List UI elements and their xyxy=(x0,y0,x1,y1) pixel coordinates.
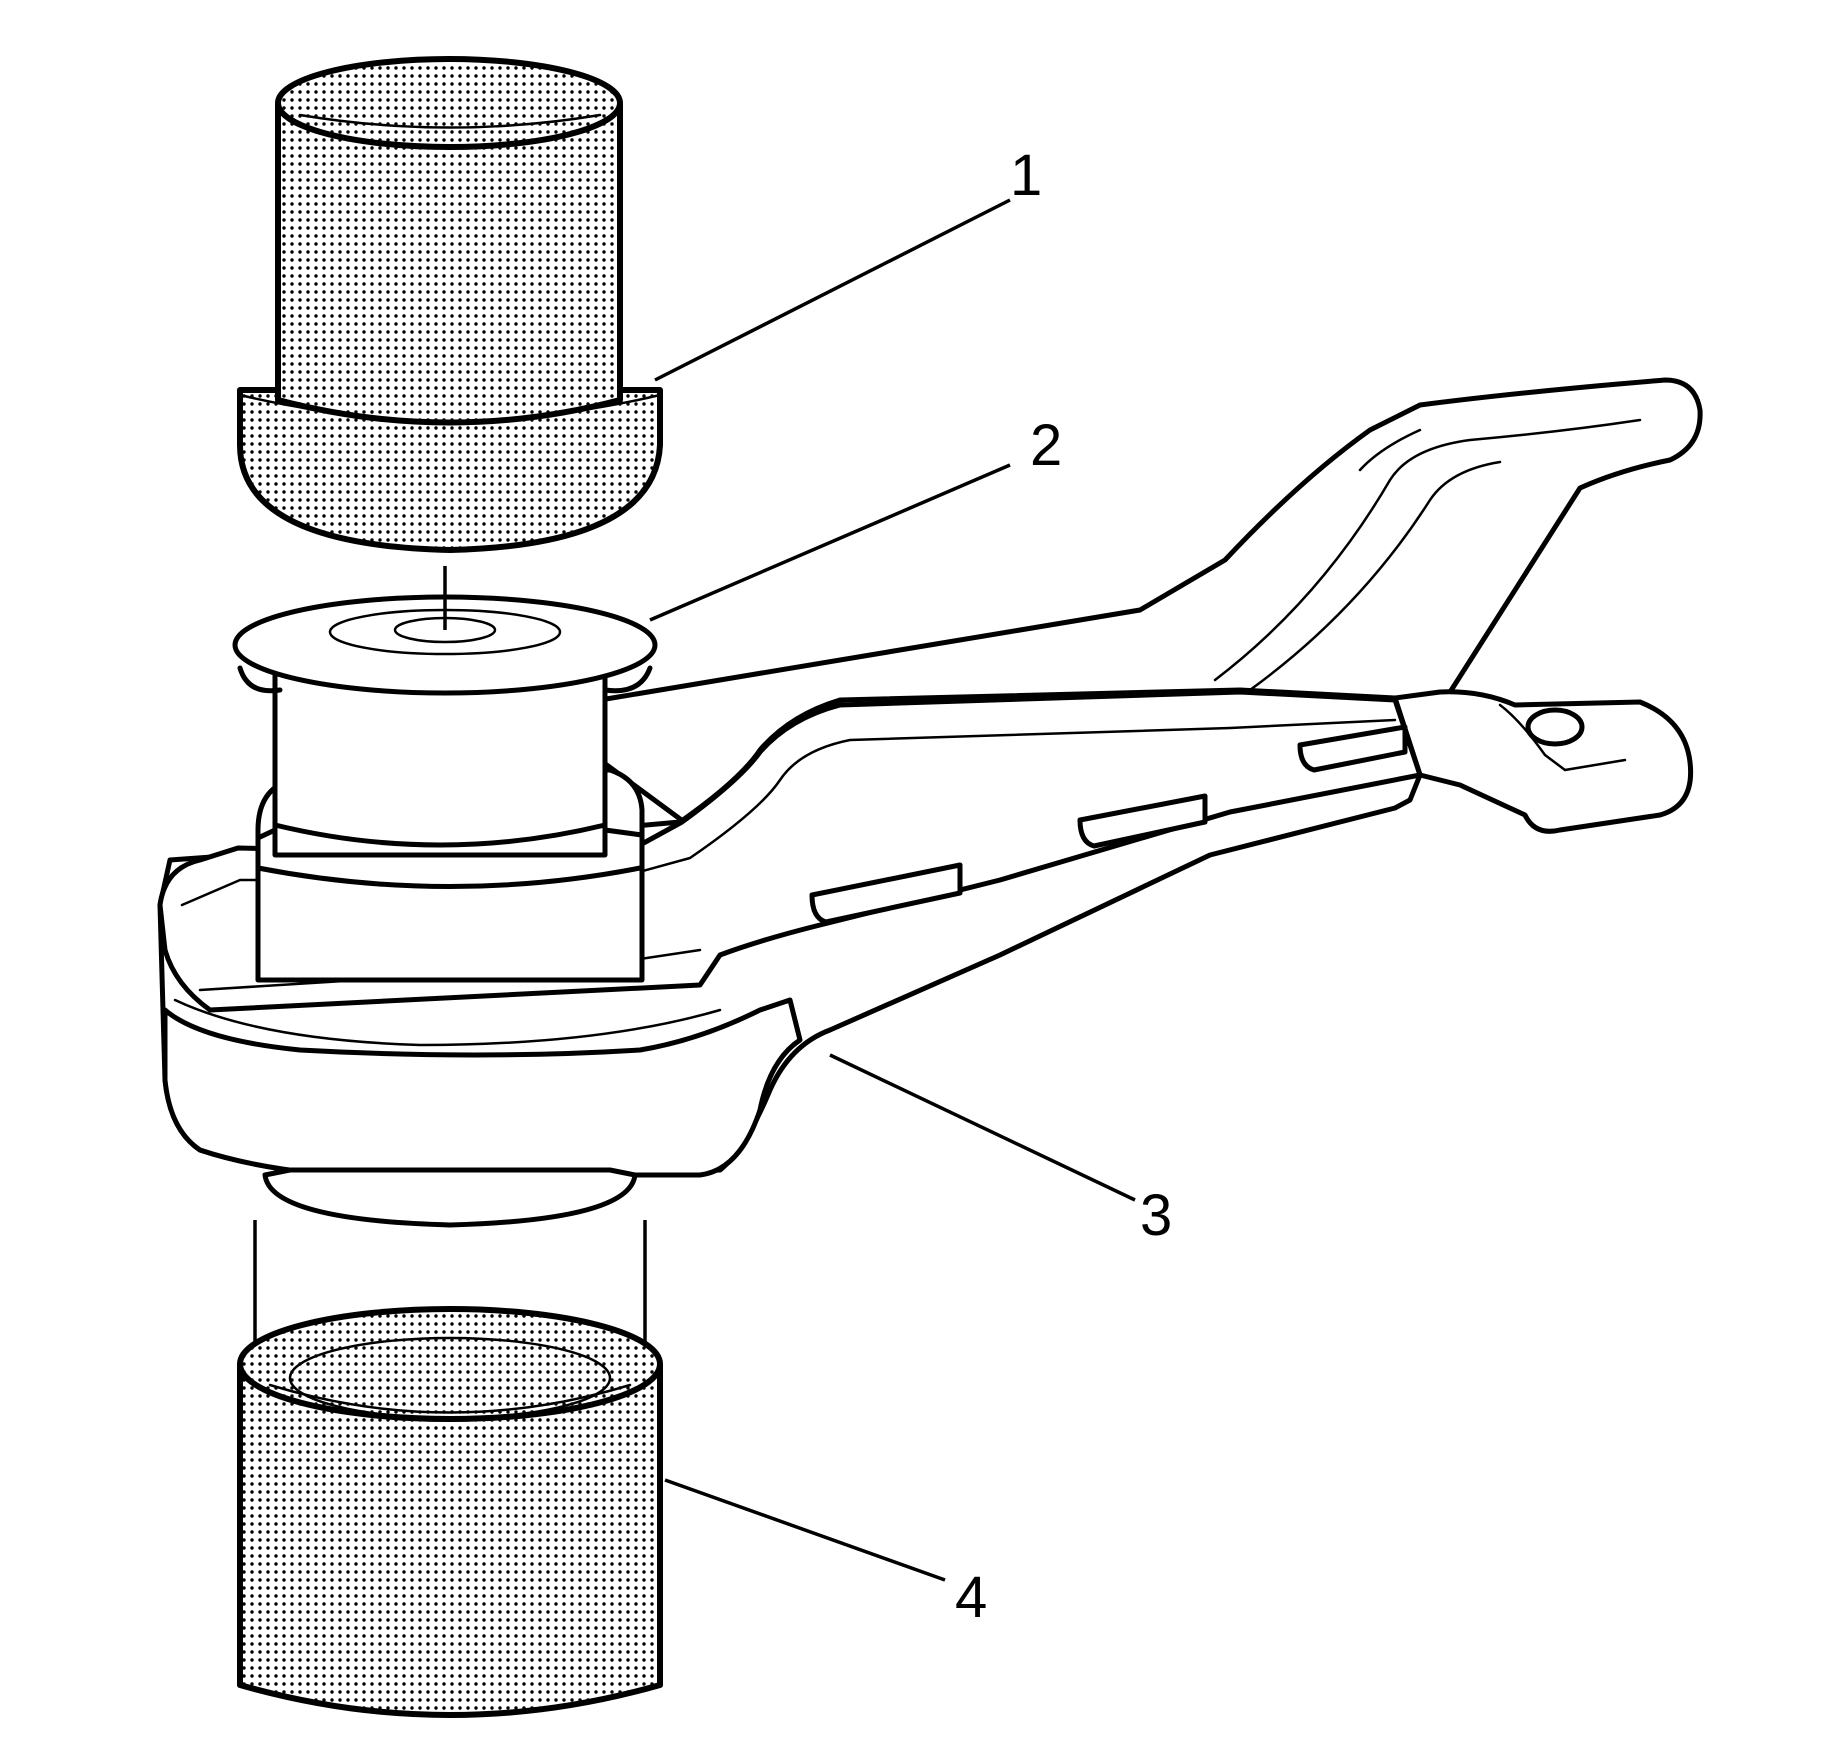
callout-4: 4 xyxy=(955,1565,987,1630)
leader-4 xyxy=(664,1478,946,1582)
bushing-bottom-flange xyxy=(262,1167,638,1228)
callout-1: 1 xyxy=(1010,143,1042,208)
callout-3: 3 xyxy=(1140,1183,1172,1248)
control-arm-ridges xyxy=(809,724,1408,925)
leader-2 xyxy=(649,463,1011,622)
upper-driver xyxy=(237,56,663,553)
control-arm-end-boss xyxy=(1392,689,1694,834)
control-arm-ring-band xyxy=(162,997,803,1182)
bushing xyxy=(232,594,658,1228)
lower-receiver-cup xyxy=(237,1306,663,1718)
leader-3 xyxy=(829,1053,1136,1202)
control-arm-end-hole xyxy=(1525,707,1585,747)
leader-1 xyxy=(654,198,1011,382)
alignment-lines xyxy=(253,566,647,1360)
callouts: 1 2 3 4 xyxy=(649,143,1172,1630)
callout-2: 2 xyxy=(1030,413,1062,478)
